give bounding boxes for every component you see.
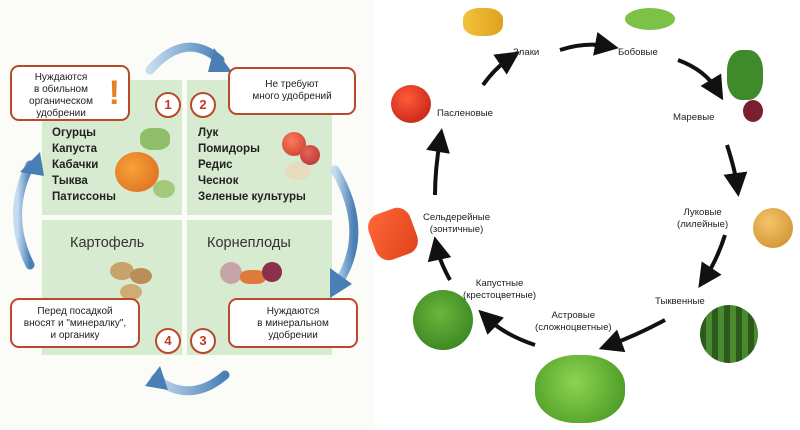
node-label: Маревые	[673, 112, 715, 123]
potato-image	[120, 284, 142, 300]
arrow-right	[330, 165, 359, 285]
node-bobovye: Бобовые	[618, 47, 658, 59]
potato-image	[130, 268, 152, 284]
q2-note-line: Не требуют	[265, 79, 319, 90]
tomato-image	[391, 85, 431, 123]
cycle-arrows-right	[426, 32, 748, 353]
node-label: (сложноцветные)	[535, 322, 612, 333]
crop-item: Патиссоны	[52, 191, 116, 203]
crop-item: Помидоры	[198, 143, 260, 155]
q4-note-line: Перед посадкой	[37, 306, 113, 317]
q2-crop-list: Лук Помидоры Редис Чеснок Зеленые культу…	[198, 125, 306, 205]
crop-item: Зеленые культуры	[198, 191, 306, 203]
arrow-left-head	[20, 152, 44, 176]
onion-image	[753, 208, 793, 248]
broccoli-image	[413, 290, 473, 350]
crop-item: Огурцы	[52, 127, 96, 139]
q1-note-line: Нуждаются	[34, 72, 88, 83]
beet-root-image	[743, 100, 763, 122]
pumpkin-image	[115, 152, 159, 192]
cabbage-image	[140, 128, 170, 150]
node-marevye: Маревые	[673, 112, 714, 124]
node-label: (зонтичные)	[429, 224, 484, 235]
node-label: (крестоцветные)	[463, 290, 537, 301]
q4-note: Перед посадкой вносят и "минералку", и о…	[10, 298, 140, 348]
number-badge-2: 2	[190, 92, 216, 118]
q1-note-line: удобрении	[36, 108, 86, 119]
q3-note-line: в минеральном	[257, 318, 329, 329]
crop-rotation-quadrants: Нуждаются в обильном органическом удобре…	[0, 0, 375, 430]
beet-greens-image	[727, 50, 763, 100]
node-astrovye: Астровые (сложноцветные)	[535, 310, 612, 334]
arrow-bottom-head	[145, 366, 168, 390]
crop-item: Капуста	[52, 143, 98, 155]
arrow-right-head	[330, 268, 352, 298]
turnip-image	[220, 262, 242, 284]
node-lukovye: Луковые (лилейные)	[677, 207, 728, 231]
node-zlaki: Злаки	[513, 47, 539, 59]
node-tykvennye: Тыквенные	[655, 296, 705, 308]
number-badge-3: 3	[190, 328, 216, 354]
node-label: Астровые	[551, 310, 596, 321]
beet-image	[262, 262, 282, 282]
node-label: (лилейные)	[677, 219, 729, 230]
squash-image	[153, 180, 175, 198]
q3-title: Корнеплоды	[207, 235, 291, 251]
q1-crop-list: Огурцы Капуста Кабачки Тыква Патиссоны	[52, 125, 116, 205]
node-label: Злаки	[513, 47, 540, 58]
node-label: Капустные	[475, 278, 524, 289]
arrow-left	[13, 160, 35, 270]
q3-note-line: удобрении	[268, 330, 318, 341]
node-label: Пасленовые	[437, 108, 493, 119]
peas-image	[625, 8, 675, 30]
q3-note-line: Нуждаются	[266, 306, 320, 317]
arrow-top-head	[208, 48, 232, 72]
carrot-image	[240, 270, 266, 284]
node-selderey: Сельдерейные (зонтичные)	[423, 212, 490, 236]
crop-item: Лук	[198, 127, 219, 139]
q1-note-line: в обильном	[34, 84, 88, 95]
corn-image	[463, 8, 503, 36]
potato-image	[110, 262, 134, 280]
q2-note-line: много удобрений	[252, 91, 332, 102]
q1-note: Нуждаются в обильном органическом удобре…	[10, 65, 130, 121]
crop-item: Чеснок	[198, 175, 239, 187]
number-badge-4: 4	[155, 328, 181, 354]
q3-note: Нуждаются в минеральном удобрении	[228, 298, 358, 348]
q4-note-line: вносят и "минералку",	[23, 318, 127, 329]
node-label: Тыквенные	[655, 296, 705, 307]
crop-family-cycle: Злаки Бобовые Маревые Луковые (лилейные)…	[364, 0, 800, 430]
cycle-arrows	[13, 42, 359, 396]
q2-note: Не требуют много удобрений	[228, 67, 356, 115]
onion-image	[285, 162, 311, 180]
q1-note-line: органическом	[29, 96, 93, 107]
node-paslenovye: Пасленовые	[437, 108, 493, 120]
watermelon-image	[700, 305, 758, 363]
q4-note-line: и органику	[50, 330, 100, 341]
node-label: Луковые	[683, 207, 722, 218]
node-label: Сельдерейные	[423, 212, 491, 223]
number-badge-1: 1	[155, 92, 181, 118]
lettuce-image	[535, 355, 625, 423]
radish-image	[300, 145, 320, 165]
crop-item: Редис	[198, 159, 233, 171]
exclamation-icon: !	[108, 74, 120, 112]
q4-title: Картофель	[70, 235, 145, 251]
node-kapustnye: Капустные (крестоцветные)	[463, 278, 536, 302]
node-label: Бобовые	[618, 47, 658, 58]
crop-item: Кабачки	[52, 159, 99, 171]
crop-item: Тыква	[52, 175, 88, 187]
